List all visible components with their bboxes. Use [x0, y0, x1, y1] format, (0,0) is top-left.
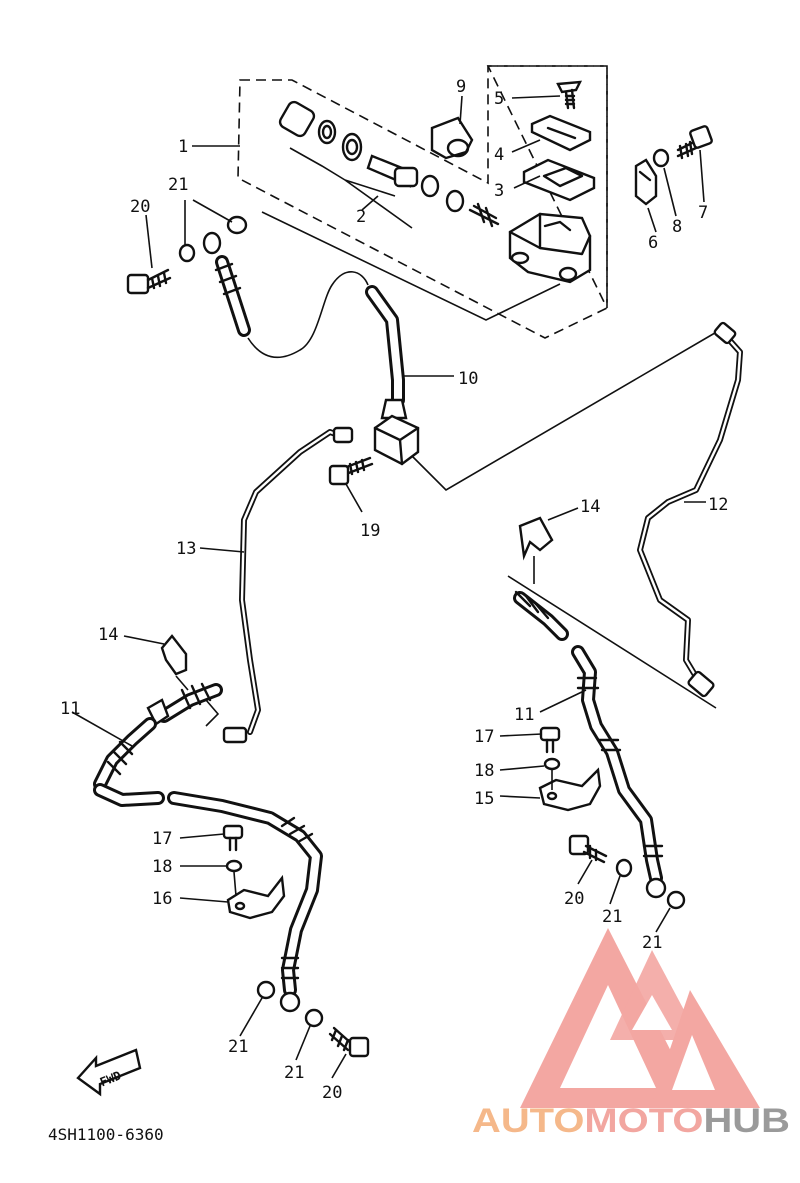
- reservoir-cap-detail: [546, 126, 577, 140]
- clip-right: [518, 516, 554, 561]
- diaphragm: [522, 158, 596, 202]
- label-21-right-a: 21: [602, 907, 622, 927]
- label-11-left: 11: [60, 699, 80, 719]
- union-bolt-bottom-right: [568, 834, 608, 864]
- leader-21-top: [184, 199, 233, 246]
- label-leaders: [71, 95, 706, 1079]
- label-7: 7: [698, 203, 708, 223]
- screw: [556, 80, 583, 110]
- label-21-bottom-b: 21: [284, 1063, 304, 1083]
- fwd-arrow-icon: FWD: [76, 1048, 142, 1097]
- watermark-auto: AUTO: [472, 1102, 584, 1140]
- washer-21-top-a: [178, 243, 196, 263]
- label-17-right: 17: [474, 727, 494, 747]
- label-2: 2: [356, 207, 366, 227]
- label-16: 16: [152, 889, 172, 909]
- label-10: 10: [458, 369, 478, 389]
- label-19: 19: [360, 521, 380, 541]
- label-1: 1: [178, 137, 188, 157]
- watermark-hub: HUB: [703, 1102, 790, 1140]
- label-20-bottom: 20: [322, 1083, 342, 1103]
- piston-kit: [278, 100, 500, 229]
- holder-16: [226, 874, 286, 920]
- leader-clip-left: [175, 675, 189, 691]
- leader-clip-right: [507, 556, 717, 709]
- washer-8: [652, 148, 670, 168]
- holder-bracket: [634, 158, 658, 206]
- boot: [430, 116, 474, 160]
- label-13: 13: [176, 539, 196, 559]
- diagram-code: 4SH1100-6360: [48, 1125, 164, 1144]
- label-14-left: 14: [98, 625, 118, 645]
- washer-21-bottom-c: [615, 858, 633, 878]
- watermark-logo: [520, 928, 760, 1108]
- label-14-right: 14: [580, 497, 600, 517]
- master-cylinder: [508, 212, 592, 284]
- washer-21-bottom-a: [256, 980, 276, 1000]
- bolt-7: [676, 125, 713, 160]
- brake-hose-right-lower: [513, 590, 667, 899]
- washer-21-bottom-b: [304, 1008, 324, 1028]
- bolt-17-right: [539, 726, 561, 754]
- part-labels: 1 2 3 4 5 6 7 8 9 10 11 11 12 13 14 14 1…: [60, 77, 728, 1103]
- label-20-top: 20: [130, 197, 150, 217]
- washer-18-left: [225, 859, 243, 873]
- label-18-right: 18: [474, 761, 494, 781]
- washer-21-top-b: [226, 215, 248, 235]
- label-6: 6: [648, 233, 658, 253]
- label-21-bottom-a: 21: [228, 1037, 248, 1057]
- leader-20-top: [145, 214, 153, 269]
- label-9: 9: [456, 77, 466, 97]
- label-12: 12: [708, 495, 728, 515]
- label-11-right: 11: [514, 705, 534, 725]
- leader-joint-pipe12: [411, 329, 721, 492]
- screw-19: [328, 456, 374, 486]
- label-17-left: 17: [152, 829, 172, 849]
- reservoir-boundary-dashed: [486, 65, 608, 309]
- label-21-top: 21: [168, 175, 188, 195]
- brake-hose-upper: [202, 231, 405, 407]
- union-bolt-top: [126, 268, 172, 295]
- leader-hose-left: [205, 699, 220, 727]
- label-20-right: 20: [564, 889, 584, 909]
- holder-15: [538, 767, 602, 812]
- union-bolt-bottom-left: [328, 1026, 370, 1058]
- label-3: 3: [494, 181, 504, 201]
- label-21-right-b: 21: [642, 933, 662, 953]
- label-4: 4: [494, 145, 504, 165]
- label-5: 5: [494, 89, 504, 109]
- label-8: 8: [672, 217, 682, 237]
- clip-left: [160, 634, 188, 676]
- brake-pipe-left: [222, 426, 354, 744]
- brake-hose-left-lower: [93, 682, 323, 1013]
- brake-joint: [373, 398, 420, 466]
- washer-21-bottom-d: [666, 890, 686, 910]
- label-15: 15: [474, 789, 494, 809]
- label-18-left: 18: [152, 857, 172, 877]
- leader-18: [233, 770, 553, 897]
- washer-18-right: [543, 757, 561, 771]
- watermark-moto: MOTO: [584, 1102, 703, 1140]
- leader-mc: [261, 211, 561, 321]
- brake-pipe-right: [637, 321, 743, 698]
- bolt-17-left: [222, 824, 244, 852]
